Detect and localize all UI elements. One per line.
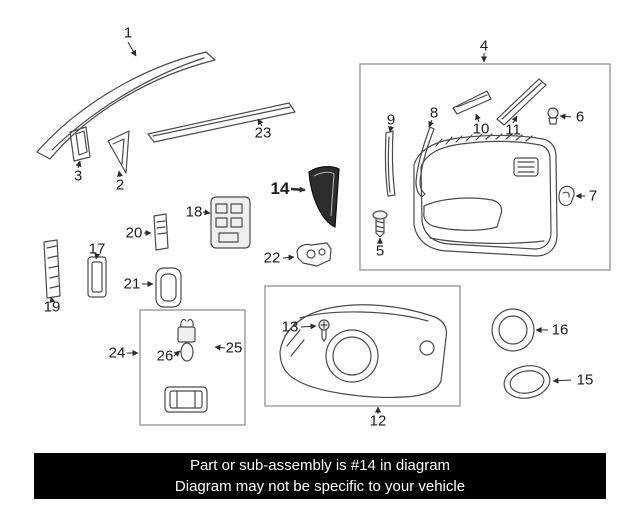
part-7-clip-art — [558, 185, 575, 207]
lamp-assembly-group-box — [139, 309, 246, 426]
callout-24: 24 — [108, 344, 126, 362]
part-2-corner-trim-art — [107, 130, 130, 174]
footer-banner: Part or sub-assembly is #14 in diagram D… — [34, 453, 606, 499]
callout-4: 4 — [479, 37, 489, 55]
part-5-screw-art — [372, 210, 388, 238]
part-11-trim-strip-art — [496, 78, 547, 126]
callout-3: 3 — [73, 167, 83, 185]
part-13-screw-art — [318, 319, 330, 342]
callout-5: 5 — [375, 242, 385, 260]
callout-13: 13 — [281, 318, 299, 336]
part-19-strip-art — [43, 239, 61, 299]
door-panel-art — [413, 133, 558, 257]
callout-16: 16 — [551, 321, 569, 339]
callout-18: 18 — [185, 203, 203, 221]
part-1-window-frame-art — [36, 51, 216, 160]
part-10-wedge-art — [452, 90, 492, 115]
banner-line-1: Part or sub-assembly is #14 in diagram — [189, 457, 451, 474]
leader-arrows — [49, 41, 585, 414]
callout-9: 9 — [386, 111, 396, 129]
callout-23: 23 — [254, 124, 272, 142]
callout-25: 25 — [225, 339, 243, 357]
part-21-bezel-art — [155, 267, 182, 308]
part-26-bulb-socket-art — [177, 318, 196, 362]
part-12-lower-trim-art — [279, 304, 448, 398]
part-22-bracket-art — [296, 242, 332, 267]
callout-17: 17 — [88, 240, 106, 258]
callout-1: 1 — [123, 24, 133, 42]
callout-10: 10 — [472, 120, 490, 138]
part-3-bracket-art — [69, 126, 91, 162]
part-9-channel-art — [384, 130, 396, 197]
lower-trim-group-box — [264, 285, 461, 407]
callout-26: 26 — [156, 347, 174, 365]
callout-20: 20 — [125, 224, 143, 242]
part-18-switch-panel-art — [210, 196, 251, 249]
part-17-trim-plate-art — [87, 256, 107, 298]
callout-12: 12 — [369, 412, 387, 430]
banner-line-2: Diagram may not be specific to your vehi… — [174, 478, 466, 495]
part-14-highlighted-trim-art — [308, 166, 340, 228]
callout-6: 6 — [575, 108, 585, 126]
callout-15: 15 — [576, 371, 594, 389]
part-6-grommet-art — [547, 107, 559, 125]
callout-14-highlighted: 14 — [270, 179, 290, 198]
part-16-speaker-ring-art — [491, 308, 535, 352]
part-23-belt-molding-art — [147, 102, 296, 143]
callout-21: 21 — [123, 275, 141, 293]
callout-19: 19 — [43, 298, 61, 316]
part-8-guide-rod-art — [415, 126, 435, 198]
callout-22: 22 — [263, 249, 281, 267]
part-24-courtesy-lamp-art — [164, 386, 208, 413]
callout-2: 2 — [115, 176, 125, 194]
callout-8: 8 — [429, 104, 439, 122]
part-15-oval-surround-art — [503, 365, 551, 399]
callout-11: 11 — [505, 121, 521, 139]
callout-7: 7 — [588, 187, 598, 205]
part-20-strip-art — [153, 213, 169, 251]
door-panel-group-box — [359, 63, 611, 271]
